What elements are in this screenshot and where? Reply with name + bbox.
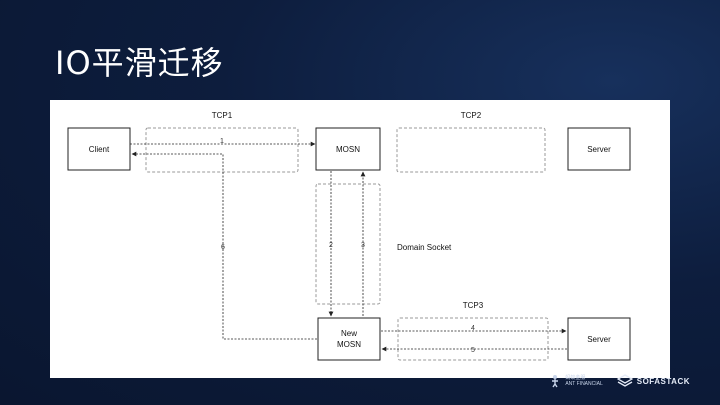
tcp2-label: TCP2	[461, 111, 482, 120]
server-top-label: Server	[587, 145, 611, 154]
diagram-panel: TCP1 TCP2 TCP3 Domain Socket Client MOSN…	[50, 100, 670, 378]
arrow-1-label: 1	[220, 138, 224, 145]
client-node: Client	[67, 127, 131, 171]
arrow-4-label: 4	[471, 325, 475, 332]
domain-socket-label: Domain Socket	[397, 243, 452, 252]
arrow-5-label: 5	[471, 347, 475, 354]
io-migration-diagram: TCP1 TCP2 TCP3 Domain Socket Client MOSN…	[67, 111, 631, 361]
sofastack-text: SOFASTACK	[636, 376, 690, 386]
tcp1-label: TCP1	[212, 111, 233, 120]
tcp1-region	[145, 127, 299, 173]
ant-logo-line1: 蚂蚁金服	[565, 375, 586, 381]
tcp2-region	[396, 127, 546, 173]
slide-title: IO平滑迁移	[55, 44, 224, 82]
server-top-node: Server	[567, 127, 631, 171]
sofastack-logo: SOFASTACK	[616, 374, 690, 388]
tcp3-label: TCP3	[463, 301, 484, 310]
arrow-6	[131, 151, 317, 340]
server-bottom-label: Server	[587, 335, 611, 344]
tcp3-region	[397, 317, 549, 361]
ant-icon	[552, 375, 559, 388]
new-mosn-label-line2: MOSN	[337, 340, 361, 349]
new-mosn-label-line1: New	[341, 329, 357, 338]
new-mosn-node: New MOSN	[317, 317, 381, 361]
mosn-node: MOSN	[315, 127, 381, 171]
arrow-2-label: 2	[329, 242, 333, 249]
arrow-3-label: 3	[361, 242, 365, 249]
domain-socket-region	[315, 183, 381, 305]
sofastack-icon	[616, 374, 633, 387]
ant-financial-logo: 蚂蚁金服 ANT FINANCIAL	[549, 374, 603, 388]
arrow-6-label: 6	[221, 244, 225, 251]
mosn-label: MOSN	[336, 145, 360, 154]
client-label: Client	[89, 145, 110, 154]
ant-logo-line2: ANT FINANCIAL	[565, 381, 603, 387]
footer-logos: 蚂蚁金服 ANT FINANCIAL SOFASTACK	[549, 371, 690, 391]
server-bottom-node: Server	[567, 317, 631, 361]
